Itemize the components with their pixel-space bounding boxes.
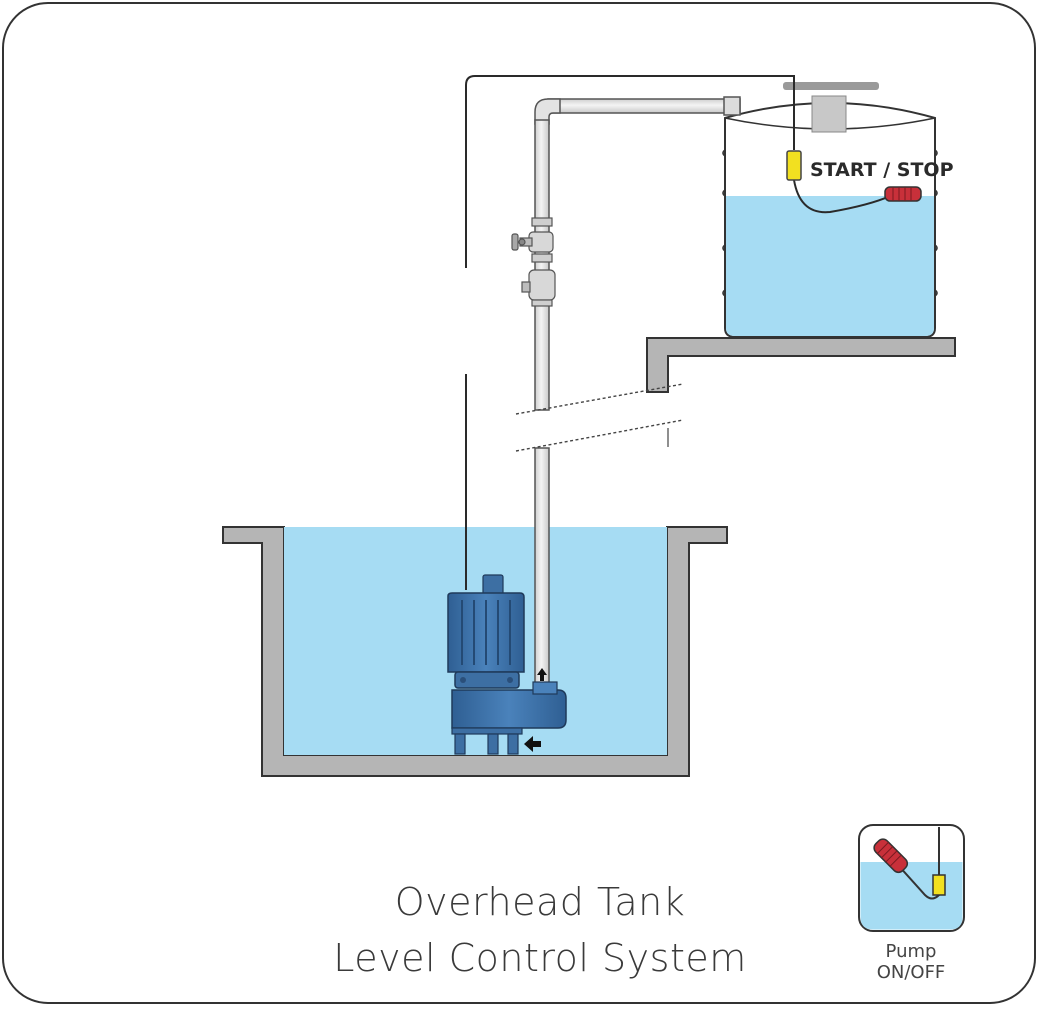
legend-label-line1: Pump <box>885 941 937 962</box>
overhead-tank-water <box>726 196 934 336</box>
float-switch-icon <box>858 824 965 932</box>
tank-lid <box>783 82 879 90</box>
tank-stand <box>646 337 956 393</box>
break-line <box>515 383 684 452</box>
submersible-pump <box>447 574 567 755</box>
delivery-pipe <box>534 96 741 689</box>
tank-label: START / STOP <box>810 159 954 181</box>
diagram-title-line2: Level Control System <box>333 936 747 980</box>
legend-label-line2: ON/OFF <box>876 962 946 983</box>
diagram-title-line1: Overhead Tank <box>394 880 686 924</box>
yellow-float <box>786 150 802 181</box>
control-cable <box>465 75 891 590</box>
overhead-tank: START / STOP <box>722 82 954 338</box>
red-float <box>884 186 922 202</box>
gate-valve <box>511 217 554 263</box>
inlet-arrow-icon <box>524 736 541 752</box>
check-valve <box>521 269 556 307</box>
